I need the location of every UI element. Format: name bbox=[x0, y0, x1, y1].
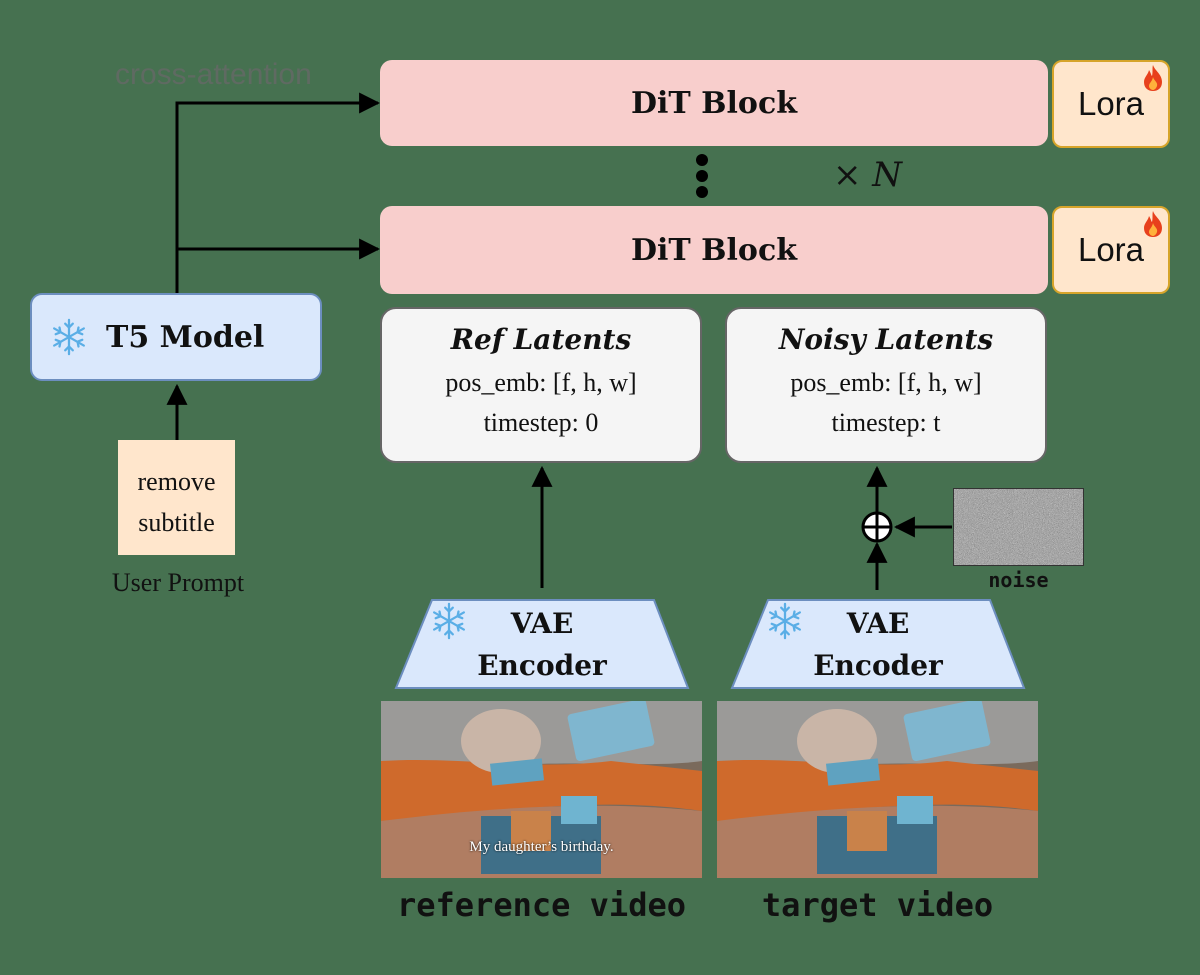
user-prompt-box: remove subtitle bbox=[118, 440, 235, 555]
ref-latents-pos-emb: pos_emb: [f, h, w] bbox=[445, 368, 637, 397]
target-video-caption: target video bbox=[761, 886, 994, 924]
reference-video-caption: reference video bbox=[397, 886, 686, 924]
vae-line-1: VAE bbox=[846, 607, 910, 640]
vae-encoder-ref-label: VAE Encoder bbox=[442, 603, 642, 687]
noisy-latents-title: Noisy Latents bbox=[778, 323, 994, 356]
vae-encoder-target-label: VAE Encoder bbox=[778, 603, 978, 687]
flame-icon bbox=[1144, 65, 1162, 91]
ellipsis-dots bbox=[696, 154, 708, 198]
snowflake-icon bbox=[53, 318, 85, 356]
prompt-line-2: subtitle bbox=[138, 508, 215, 537]
lora-label: Lora bbox=[1077, 85, 1145, 122]
ref-latents-timestep: timestep: 0 bbox=[483, 408, 599, 437]
flame-icon bbox=[1144, 211, 1162, 237]
snowflake-icon bbox=[433, 602, 465, 640]
dit-block-label: DiT Block bbox=[631, 85, 797, 121]
vae-ref-snowflake bbox=[430, 602, 470, 645]
vae-encoder-shape-target bbox=[730, 599, 1026, 689]
vae-target-snowflake bbox=[766, 602, 806, 645]
lora-top: Lora bbox=[1052, 60, 1170, 148]
snowflake-icon bbox=[769, 602, 801, 640]
reference-video-frame: My daughter’s birthday. bbox=[381, 701, 702, 878]
noisy-latents-timestep: timestep: t bbox=[831, 408, 941, 437]
noise-caption: noise bbox=[988, 568, 1049, 592]
video-frame-illustration bbox=[717, 701, 1038, 878]
burned-in-subtitle: My daughter’s birthday. bbox=[469, 839, 614, 855]
target-video-frame bbox=[717, 701, 1038, 878]
noisy-latents-box: Noisy Latents pos_emb: [f, h, w] timeste… bbox=[725, 307, 1047, 463]
noisy-latents-pos-emb: pos_emb: [f, h, w] bbox=[790, 368, 982, 397]
user-prompt-caption: User Prompt bbox=[111, 568, 245, 597]
ref-latents-title: Ref Latents bbox=[450, 323, 632, 356]
dit-block-top: DiT Block bbox=[380, 60, 1048, 146]
vae-line-2: Encoder bbox=[477, 649, 607, 682]
dit-block-label: DiT Block bbox=[631, 232, 797, 268]
t5-model-label: T5 Model bbox=[106, 319, 265, 355]
add-operator-icon bbox=[861, 511, 893, 543]
ref-latents-box: Ref Latents pos_emb: [f, h, w] timestep:… bbox=[380, 307, 702, 463]
cross-attention-label: cross-attention bbox=[115, 58, 312, 91]
vae-line-2: Encoder bbox=[813, 649, 943, 682]
t5-to-dit-line bbox=[175, 92, 381, 293]
lora-bottom: Lora bbox=[1052, 206, 1170, 294]
vae-encoder-shape-ref bbox=[394, 599, 690, 689]
noise-image bbox=[953, 488, 1084, 566]
prompt-line-1: remove bbox=[137, 467, 216, 496]
vae-line-1: VAE bbox=[510, 607, 574, 640]
dit-block-bottom: DiT Block bbox=[380, 206, 1048, 294]
video-frame-illustration bbox=[381, 701, 702, 878]
repeat-label: × N bbox=[833, 155, 903, 195]
lora-label: Lora bbox=[1077, 231, 1145, 268]
t5-model-box: T5 Model bbox=[30, 293, 322, 381]
